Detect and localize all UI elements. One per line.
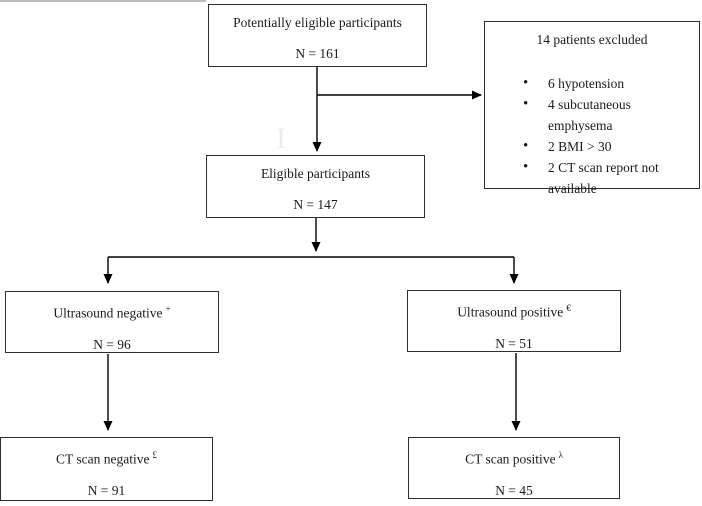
excluded-reason-item: 2 BMI > 30 <box>521 136 689 157</box>
box-title: Potentially eligible participants <box>233 15 402 30</box>
footnote-symbol: £ <box>152 450 157 460</box>
footnote-symbol: λ <box>558 450 563 460</box>
excluded-reason-item: 6 hypotension <box>521 73 689 94</box>
box-excluded: 14 patients excluded 6 hypotension 4 sub… <box>484 21 700 196</box>
excluded-reason-item: 2 CT scan report not available <box>521 157 689 199</box>
box-title-text: CT scan negative <box>56 451 150 467</box>
box-ct-scan-negative: CT scan negative£ N = 91 <box>0 437 213 501</box>
box-count: N = 51 <box>495 335 533 351</box>
box-title-text: CT scan positive <box>465 451 556 467</box>
footnote-symbol: € <box>566 303 571 313</box>
box-title: Eligible participants <box>260 166 371 181</box>
box-count: N = 91 <box>87 482 126 498</box>
box-potentially-eligible: Potentially eligible participants N = 16… <box>208 4 427 67</box>
box-ultrasound-positive: Ultrasound positive€ N = 51 <box>407 290 621 352</box>
box-count: N = 96 <box>93 336 131 352</box>
excluded-reasons-list: 6 hypotension 4 subcutaneous emphysema 2… <box>521 73 689 199</box>
excluded-reason-item: 4 subcutaneous emphysema <box>521 94 689 136</box>
box-title: 14 patients excluded <box>536 32 648 47</box>
box-eligible: Eligible participants N = 147 <box>206 155 425 218</box>
scan-ghost-glyph: I <box>276 122 286 155</box>
scan-edge-line <box>0 0 206 2</box>
box-count: N = 45 <box>495 482 533 498</box>
box-title-text: Ultrasound positive <box>457 304 564 320</box>
box-title: Ultrasound positive€ <box>457 300 571 321</box>
box-count: N = 161 <box>295 46 340 61</box>
box-title-text: Ultrasound negative <box>53 305 163 321</box>
box-title: CT scan negative£ <box>56 447 157 468</box>
box-title: Ultrasound negative+ <box>53 301 170 322</box>
footnote-symbol: + <box>165 304 171 314</box>
box-count: N = 147 <box>293 197 338 212</box>
box-ultrasound-negative: Ultrasound negative+ N = 96 <box>5 291 219 353</box>
